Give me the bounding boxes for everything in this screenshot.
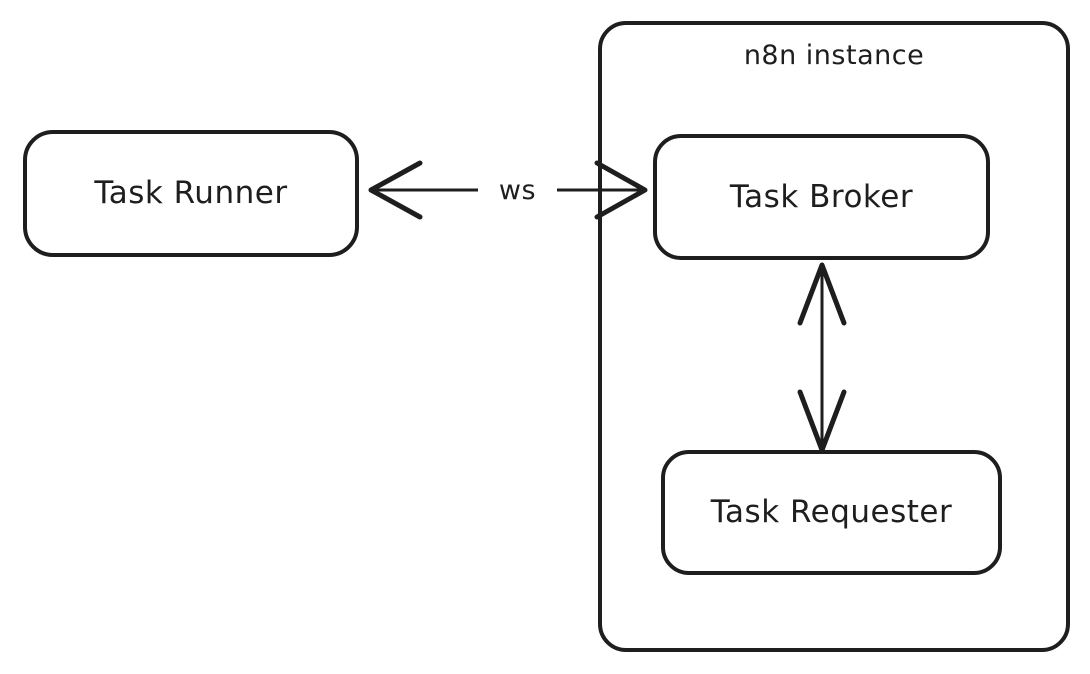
node-task-runner[interactable] bbox=[23, 130, 359, 257]
node-label-task-runner: Task Runner bbox=[94, 175, 288, 211]
edge-label-ws: ws bbox=[478, 177, 557, 204]
node-task-requester[interactable] bbox=[661, 450, 1002, 575]
edge-runner-broker-arrow[interactable] bbox=[368, 160, 648, 220]
edge-broker-requester-arrow[interactable] bbox=[797, 262, 847, 453]
node-task-broker[interactable] bbox=[653, 134, 990, 260]
container-label-n8n-instance: n8n instance bbox=[743, 40, 925, 71]
container-n8n-instance[interactable] bbox=[598, 21, 1070, 652]
node-label-task-broker: Task Broker bbox=[729, 179, 914, 215]
node-label-task-requester: Task Requester bbox=[710, 494, 953, 530]
